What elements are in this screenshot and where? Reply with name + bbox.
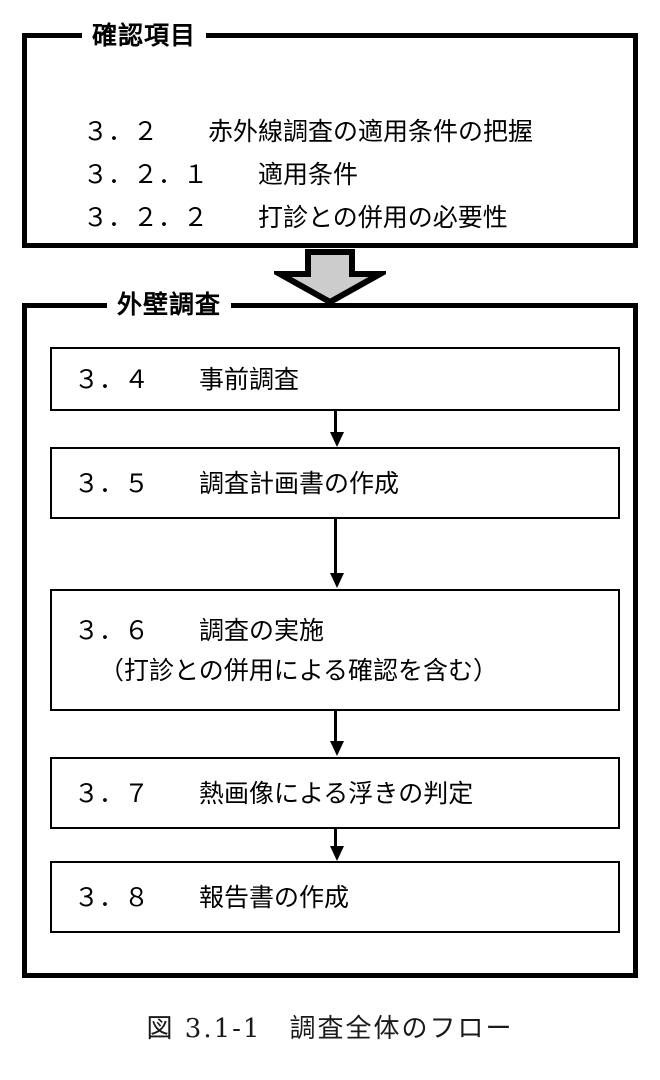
verification-item-line: ３．２．２ 打診との併用の必要性 <box>83 203 508 232</box>
connector-shaft <box>334 519 337 575</box>
process-box-3-6-label: ３．６ 調査の実施 （打診との併用による確認を含む） <box>74 611 498 691</box>
process-box-3-7[interactable]: ３．７ 熱画像による浮きの判定 <box>50 757 620 829</box>
process-box-3-5[interactable]: ３．５ 調査計画書の作成 <box>50 447 620 519</box>
arrow-head-icon <box>330 846 344 861</box>
connector-arrow-3-7-to-3-8 <box>330 829 344 861</box>
connector-shaft <box>334 711 337 743</box>
process-box-3-4-label: ３．４ 事前調査 <box>74 365 300 394</box>
arrow-head-icon <box>330 741 344 756</box>
figure-caption: 図 3.1-1 調査全体のフロー <box>146 1014 514 1044</box>
process-box-3-6-line1: ３．６ 調査の実施 <box>74 616 325 645</box>
process-box-3-6-line2: （打診との併用による確認を含む） <box>99 656 499 685</box>
group-title-exterior-wall-survey: 外壁調査 <box>107 292 232 317</box>
connector-arrow-3-5-to-3-6 <box>330 519 344 589</box>
process-box-3-6[interactable]: ３．６ 調査の実施 （打診との併用による確認を含む） <box>50 589 620 711</box>
connector-arrow-3-6-to-3-7 <box>330 711 344 757</box>
process-box-3-5-label: ３．５ 調査計画書の作成 <box>74 469 400 498</box>
connector-shaft <box>334 829 337 848</box>
verification-item-line: ３．２ 赤外線調査の適用条件の把握 <box>83 117 534 146</box>
process-box-3-4[interactable]: ３．４ 事前調査 <box>50 347 620 411</box>
arrow-head-icon <box>330 432 344 447</box>
process-box-3-8-label: ３．８ 報告書の作成 <box>74 883 350 912</box>
process-box-3-7-label: ３．７ 熱画像による浮きの判定 <box>74 779 474 808</box>
verification-item-list: ３．２ 赤外線調査の適用条件の把握 ３．２．１ 適用条件 ３．２．２ 打診との併… <box>83 110 623 239</box>
arrow-head-icon <box>330 573 344 588</box>
connector-arrow-3-4-to-3-5 <box>330 411 344 447</box>
verification-item-line: ３．２．１ 適用条件 <box>83 160 359 189</box>
connector-shaft <box>334 411 337 434</box>
group-box-verification: 確認項目 ３．２ 赤外線調査の適用条件の把握 ３．２．１ 適用条件 ３．２．２ … <box>22 23 638 248</box>
block-down-arrow-icon <box>274 249 386 305</box>
process-box-3-8[interactable]: ３．８ 報告書の作成 <box>50 861 620 933</box>
group-box-exterior-wall-survey: 外壁調査 <box>22 292 638 978</box>
group-title-verification: 確認項目 <box>82 23 207 48</box>
